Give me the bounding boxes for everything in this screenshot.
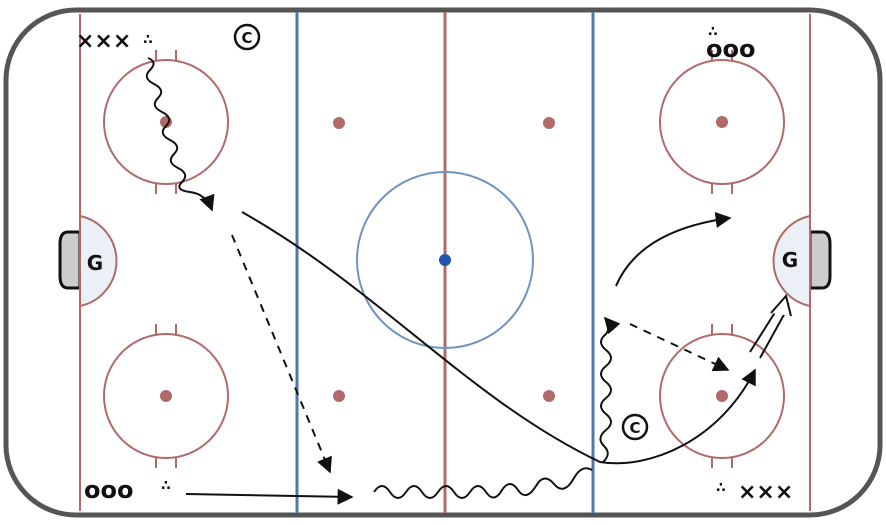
neutral-dot-top-left (333, 117, 345, 129)
skate-with-puck-right-blue-line (599, 316, 621, 463)
svg-text:C: C (629, 419, 640, 437)
right-net (808, 230, 832, 290)
svg-text:ooo: ooo (84, 476, 133, 504)
coach-top-left: C (233, 23, 261, 51)
skate-arrow-bottom-left (185, 488, 354, 505)
pass-dashed-left (231, 234, 332, 474)
neutral-dot-bottom-left (333, 390, 345, 402)
skate-with-puck-bottom (373, 467, 593, 499)
player-group-os-bottom-left: ooo ∴ (84, 476, 171, 504)
skate-curve-to-net (615, 211, 732, 287)
svg-text:∴: ∴ (708, 24, 718, 40)
shot-arrow (749, 293, 792, 359)
left-goalie-label: G (87, 251, 103, 275)
svg-text:∴: ∴ (161, 478, 171, 494)
faceoff-dot-bottom-left (160, 390, 172, 402)
player-group-xs-top-left: ××× ∴ (76, 29, 153, 54)
faceoff-circle-top-right (659, 50, 785, 194)
right-goalie-label: G (782, 248, 798, 272)
svg-text:∴: ∴ (143, 32, 153, 48)
center-faceoff-dot (439, 254, 451, 266)
skate-path-diagonal (241, 211, 756, 465)
skate-with-puck-top-left (145, 57, 215, 212)
faceoff-circle-bottom-left (103, 324, 229, 468)
svg-text:C: C (241, 29, 252, 47)
svg-text:×××: ××× (738, 480, 793, 505)
svg-text:∴: ∴ (716, 480, 726, 496)
center-circle (356, 171, 534, 349)
faceoff-dot-top-right (716, 116, 728, 128)
coach-bottom-right: C (621, 413, 649, 441)
pass-dashed-right (629, 323, 730, 372)
svg-text:ooo: ooo (706, 35, 755, 63)
neutral-dot-bottom-right (543, 390, 555, 402)
player-group-os-top-right: ∴ ooo (706, 24, 755, 63)
left-crease (79, 214, 118, 308)
faceoff-circle-bottom-right (659, 324, 785, 468)
faceoff-circle-top-left (103, 50, 229, 194)
faceoff-dot-bottom-right (716, 390, 728, 402)
left-net (58, 230, 82, 290)
svg-text:×××: ××× (76, 29, 131, 54)
right-crease (772, 214, 811, 308)
neutral-dot-top-right (543, 117, 555, 129)
player-group-xs-bottom-right: ∴ ××× (716, 480, 793, 505)
